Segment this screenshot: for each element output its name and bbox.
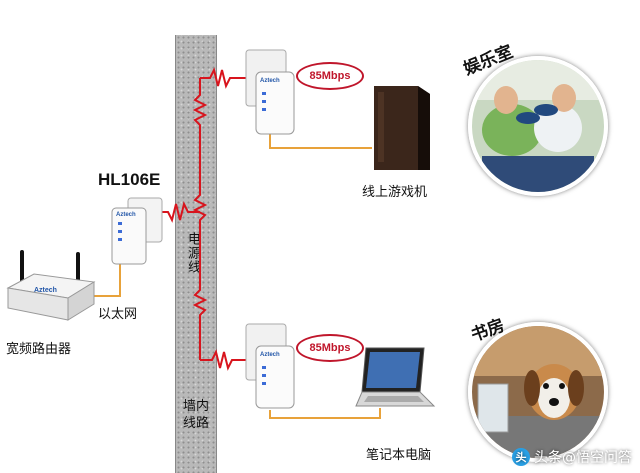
power-wire-top <box>200 70 248 86</box>
router-label: 宽频路由器 <box>6 338 71 357</box>
speed-badge-top: 85Mbps <box>296 62 364 90</box>
study-room-photo <box>468 322 608 462</box>
power-wire-trunk <box>195 78 205 360</box>
laptop-icon <box>354 346 438 416</box>
svg-text:Aztech: Aztech <box>260 352 280 358</box>
watermark: 头 头条@悟空问答 <box>512 447 632 467</box>
toutiao-logo-icon: 头 <box>512 448 530 466</box>
entertainment-room-photo <box>468 56 608 196</box>
model-label: HL106E <box>98 170 160 190</box>
watermark-text: 头条@悟空问答 <box>534 447 632 467</box>
router-icon: Aztech <box>4 248 96 324</box>
svg-text:Aztech: Aztech <box>260 78 280 84</box>
game-console-icon <box>368 82 438 174</box>
power-wire-bottom <box>200 352 248 368</box>
ethernet-label: 以太网 <box>98 303 137 322</box>
powerline-adapter-icon: Aztech <box>108 194 166 268</box>
game-console-label: 线上游戏机 <box>362 181 427 200</box>
top-adapter-icon: Aztech <box>242 46 300 138</box>
power-wire-mid <box>160 204 200 220</box>
svg-text:Aztech: Aztech <box>116 212 136 218</box>
laptop-label: 笔记本电脑 <box>366 444 431 463</box>
bottom-adapter-icon: Aztech <box>242 320 300 412</box>
svg-text:Aztech: Aztech <box>34 287 57 294</box>
